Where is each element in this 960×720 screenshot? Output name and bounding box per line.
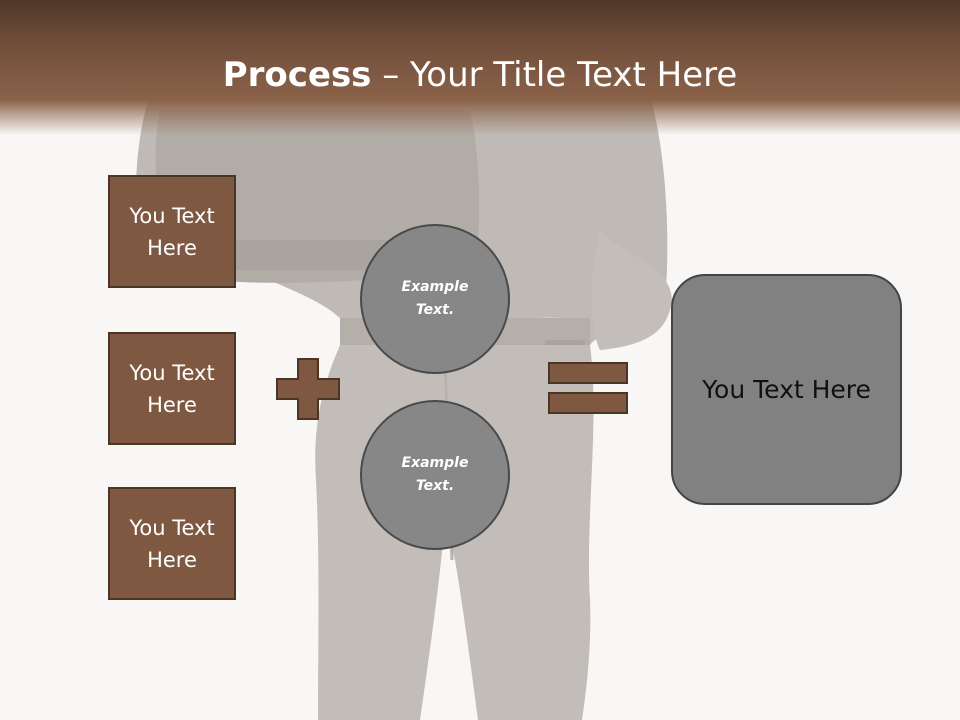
header-bar (0, 0, 960, 135)
equals-icon (548, 362, 628, 414)
example-circle-1: Example Text. (360, 224, 510, 374)
text-box-3: You Text Here (108, 487, 236, 600)
text-box-2-label: You Text Here (129, 360, 215, 417)
text-box-1-label: You Text Here (129, 203, 215, 260)
example-circle-2-label: Example Text. (401, 455, 469, 494)
plus-icon (276, 358, 340, 420)
title-rest: – Your Title Text Here (371, 55, 738, 95)
text-box-3-label: You Text Here (129, 515, 215, 572)
result-label: You Text Here (702, 375, 871, 404)
example-circle-2: Example Text. (360, 400, 510, 550)
text-box-2: You Text Here (108, 332, 236, 445)
slide-title: Process – Your Title Text Here (0, 52, 960, 98)
example-circle-1-label: Example Text. (401, 279, 469, 318)
title-bold: Process (222, 55, 372, 95)
result-box: You Text Here (671, 274, 902, 505)
text-box-1: You Text Here (108, 175, 236, 288)
